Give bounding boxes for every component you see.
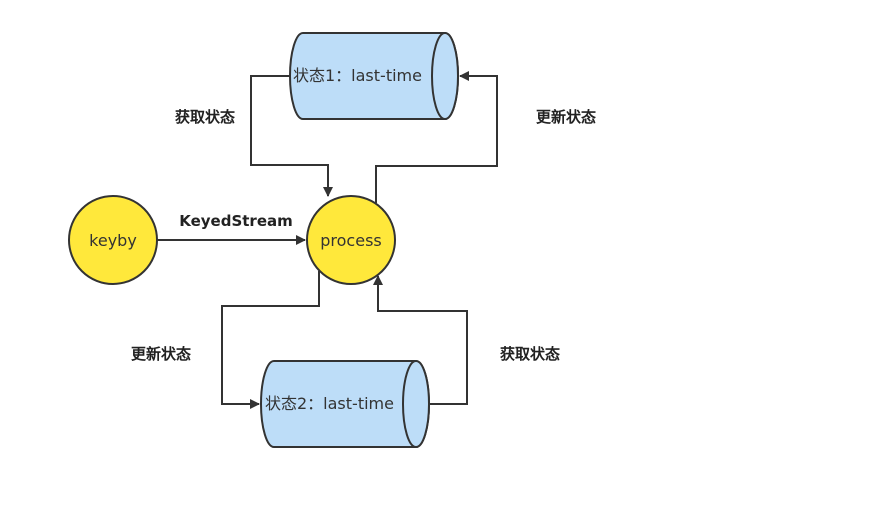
edge-process-to-state1 [375,71,498,203]
process-label: process [320,231,381,250]
edge-label-get-state-1: 获取状态 [175,108,235,126]
state1-cylinder[interactable]: 状态1：last-time [289,32,459,120]
state2-cylinder[interactable]: 状态2：last-time [260,360,430,448]
edge-state1-to-process [250,75,333,197]
state2-cylinder-end [402,360,430,448]
process-circle [306,195,396,285]
edge-label-get-state-2: 获取状态 [500,345,560,363]
edge-process-to-state2 [221,271,320,409]
keyby-node[interactable]: keyby [68,195,158,285]
state1-label: 状态1：last-time [293,66,422,85]
edge-label-keyedstream: KeyedStream [179,212,293,230]
process-node[interactable]: process [306,195,396,285]
edge-label-update-state-1: 更新状态 [536,108,596,126]
edge-state2-to-process [373,275,468,405]
state1-cylinder-end [431,32,459,120]
state2-label: 状态2：last-time [265,394,394,413]
keyby-label: keyby [89,231,137,250]
edge-label-update-state-2: 更新状态 [131,345,191,363]
